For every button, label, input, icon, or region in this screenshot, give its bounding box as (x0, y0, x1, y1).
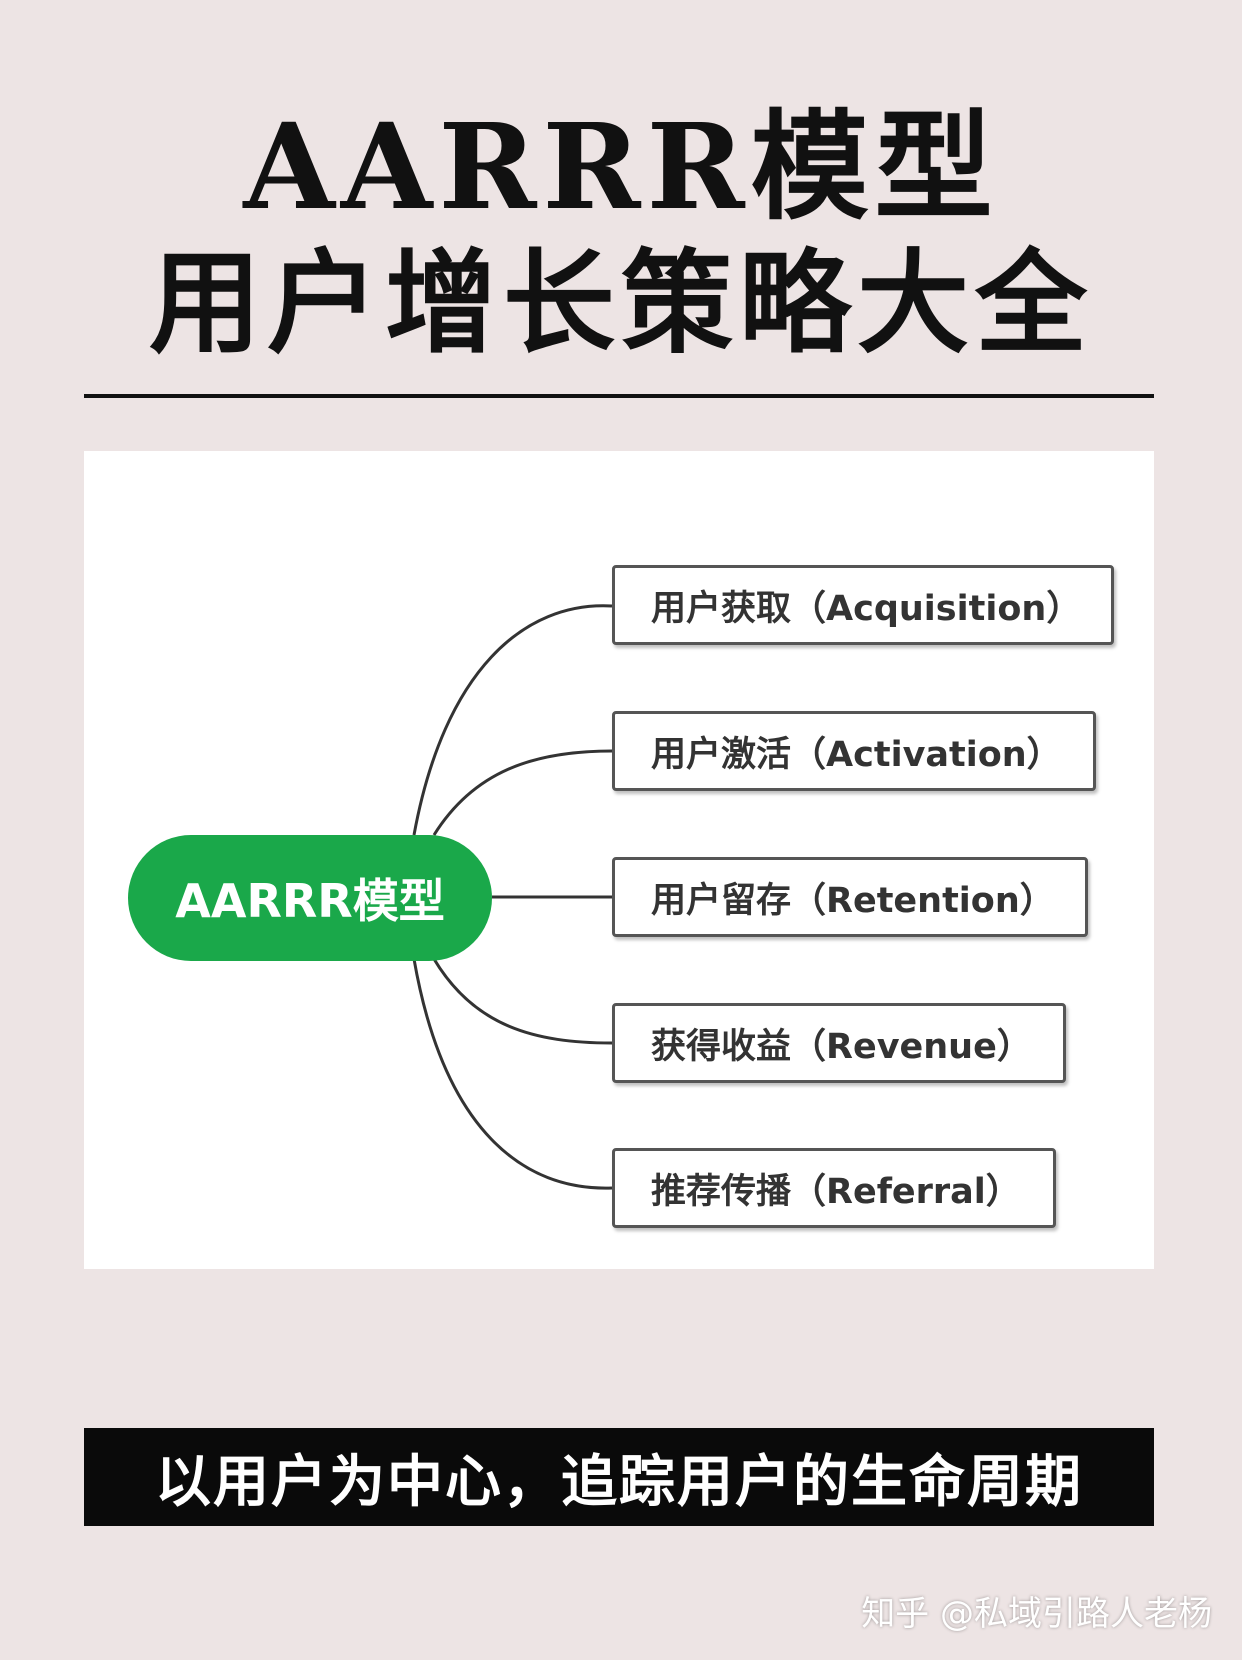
connector-revenue (432, 958, 613, 1045)
branch-retention: 用户留存（Retention） (612, 857, 1088, 937)
branch-activation: 用户激活（Activation） (612, 711, 1096, 791)
connector-acquisition (412, 604, 613, 836)
mindmap-panel: AARRR模型 用户获取（Acquisition） 用户激活（Activatio… (84, 451, 1154, 1269)
page-subtitle: 用户增长策略大全 (149, 238, 1093, 369)
branch-revenue: 获得收益（Revenue） (612, 1003, 1066, 1083)
caption-text: 以用户为中心，追踪用户的生命周期 (155, 1448, 1083, 1515)
page-title: AARRR模型 (243, 97, 999, 236)
source-watermark: 知乎 @私域引路人老杨 (861, 1594, 1212, 1634)
connector-referral (412, 958, 613, 1190)
center-node-aarrr: AARRR模型 (128, 835, 492, 961)
mindmap-connectors (412, 604, 613, 1190)
connector-activation (432, 749, 613, 836)
branch-referral: 推荐传播（Referral） (612, 1148, 1056, 1228)
title-divider (84, 394, 1154, 398)
caption-bar: 以用户为中心，追踪用户的生命周期 (84, 1428, 1154, 1526)
branch-acquisition: 用户获取（Acquisition） (612, 565, 1114, 645)
